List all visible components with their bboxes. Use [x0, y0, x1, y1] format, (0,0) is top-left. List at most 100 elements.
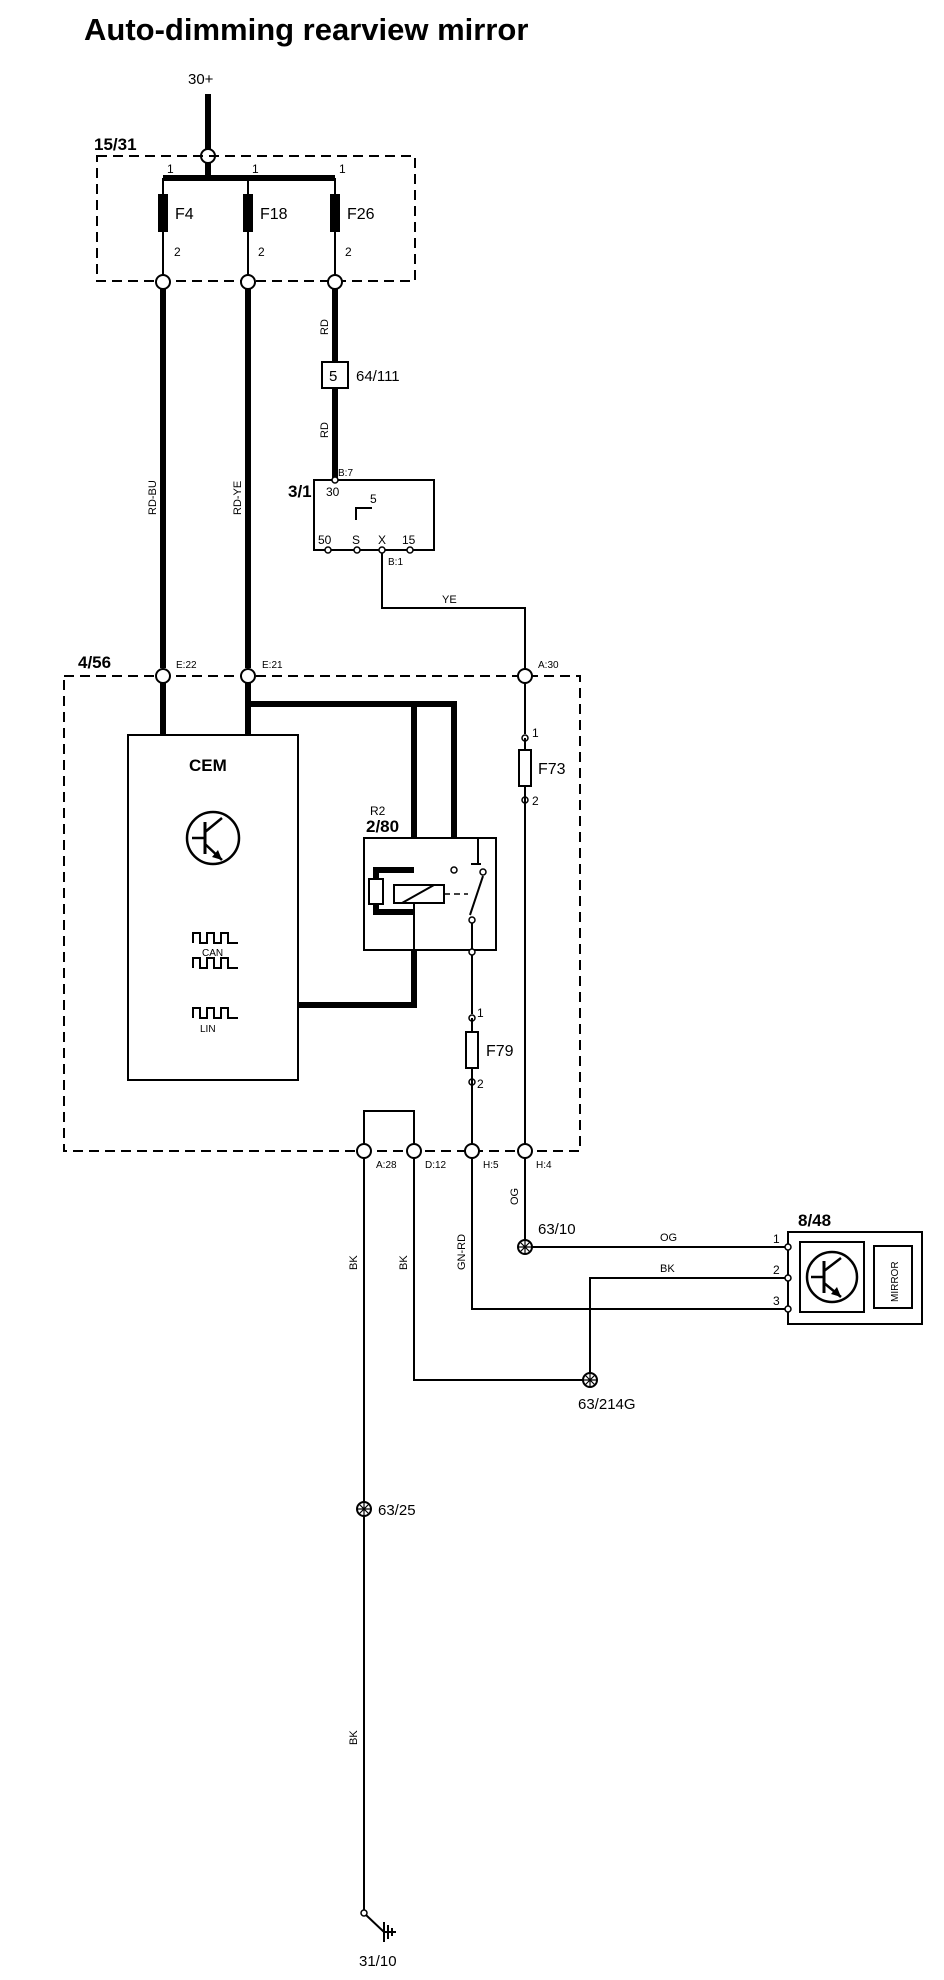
- fuse-f73-body: [518, 749, 532, 787]
- wire-gn-rd-label: GN-RD: [456, 1234, 468, 1270]
- fuse-f26-pin-in: 1: [339, 162, 346, 176]
- mirror-pin-2: 2: [773, 1263, 780, 1277]
- fuse-f73-label: F73: [538, 761, 566, 778]
- conn-h5-node: [464, 1143, 480, 1159]
- lin-wave-icon: [192, 1007, 238, 1019]
- fuse-f26-label: F26: [347, 206, 375, 223]
- fuse-f79: 1 F79 2: [465, 1006, 514, 1091]
- mirror-pin-1: 1: [773, 1232, 780, 1246]
- fuse-f79-pin-out: 2: [477, 1077, 484, 1091]
- conn-a28-node: [356, 1143, 372, 1159]
- ignition-pin-30: 30: [326, 485, 340, 499]
- fuse-f4: 1 2 F4: [158, 162, 194, 275]
- splice-63-25-label: 63/25: [378, 1502, 416, 1519]
- wire-bk-a28-label: BK: [348, 1255, 360, 1270]
- wire-rd-upper-label: RD: [319, 319, 331, 335]
- ignition-pin-top-label: B:7: [338, 468, 353, 479]
- splice-63-10-label: 63/10: [538, 1221, 576, 1238]
- fuse-f4-pin-in: 1: [167, 162, 174, 176]
- fuse-box-id: 15/31: [94, 135, 137, 154]
- ignition-pin-15: 15: [402, 533, 416, 547]
- conn-d12-label: D:12: [425, 1160, 447, 1171]
- fuse-f26-out-node: [327, 274, 343, 290]
- fuse-f73: 1 F73 2: [518, 726, 566, 808]
- mirror-id: 8/48: [798, 1211, 831, 1230]
- fuse-box-15-31: 15/31 1 2 F4 1 2 F18 1 2 F26: [94, 135, 416, 282]
- wire-ye-label: YE: [442, 594, 457, 606]
- ignition-switch-body: [313, 479, 435, 551]
- fuse-f4-label: F4: [175, 206, 194, 223]
- conn-d12-node: [406, 1143, 422, 1159]
- mirror-8-48: 8/48 1 2 3 MIRROR: [773, 1211, 923, 1325]
- wire-ye: [381, 553, 526, 670]
- diagram-title: Auto-dimming rearview mirror: [84, 12, 528, 47]
- conn-e22-label: E:22: [176, 660, 197, 671]
- wire-bk-d12-label: BK: [398, 1255, 410, 1270]
- relay-resistor: [368, 878, 384, 905]
- mirror-label: MIRROR: [890, 1261, 901, 1302]
- fuse-f18-pin-in: 1: [252, 162, 259, 176]
- cem-module-body: [127, 734, 299, 1081]
- ignition-pin-x: X: [378, 533, 386, 547]
- supply-label: 30+: [188, 71, 214, 88]
- lin-label: LIN: [200, 1024, 216, 1035]
- conn-e22-node: [155, 668, 171, 684]
- fuse-f4-pin-out: 2: [174, 245, 181, 259]
- ignition-pin-50: 50: [318, 533, 332, 547]
- splice-63-214g-label: 63/214G: [578, 1396, 636, 1413]
- fuse-f79-body: [465, 1031, 479, 1069]
- ignition-internal-5: 5: [370, 492, 377, 506]
- splice-63-214g: [582, 1372, 598, 1388]
- fuse-f73-pin-out: 2: [532, 794, 539, 808]
- conn-e21-label: E:21: [262, 660, 283, 671]
- conn-a30-node: [517, 668, 533, 684]
- splice-63-25: [356, 1501, 372, 1517]
- ignition-pin-s: S: [352, 533, 360, 547]
- wire-ground-loop: [363, 1110, 415, 1144]
- fuse-f73-pin-in: 1: [532, 726, 539, 740]
- connector-64-111-pin: 5: [329, 368, 337, 385]
- relay-id: 2/80: [366, 817, 399, 836]
- fuse-f26: 1 2 F26: [330, 162, 375, 275]
- relay-r2: R2 2/80: [363, 804, 497, 956]
- fuse-f4-out-node: [155, 274, 171, 290]
- ground-label: 31/10: [359, 1953, 397, 1970]
- wire-bk-d12: [413, 1158, 583, 1381]
- fuse-f4-body: [158, 194, 168, 232]
- conn-h4-label: H:4: [536, 1160, 552, 1171]
- fuse-box-outline: [96, 155, 416, 282]
- wire-rd-ye-label: RD-YE: [232, 481, 244, 515]
- relay-switch-blade: [469, 875, 484, 916]
- conn-h5-label: H:5: [483, 1160, 499, 1171]
- mirror-pin-3: 3: [773, 1294, 780, 1308]
- ground-icon: [360, 1909, 396, 1942]
- conn-a28-label: A:28: [376, 1160, 397, 1171]
- conn-h4-node: [517, 1143, 533, 1159]
- ignition-pin-bottom-label: B:1: [388, 557, 403, 568]
- splice-63-10: [517, 1239, 533, 1255]
- conn-e21-node: [240, 668, 256, 684]
- wire-bk-mirror-label: BK: [660, 1263, 675, 1275]
- can-label: CAN: [202, 948, 223, 959]
- wire-og-h4-label: OG: [509, 1188, 521, 1205]
- fuse-f79-label: F79: [486, 1043, 514, 1060]
- can-wave-icon-lower: [192, 957, 238, 969]
- transistor-icon: [185, 810, 241, 866]
- fuse-f18-body: [243, 194, 253, 232]
- fuse-f79-pin-in: 1: [477, 1006, 484, 1020]
- cem-module: CEM CAN LIN: [127, 734, 299, 1081]
- wire-rd-bu-label: RD-BU: [147, 480, 159, 515]
- wire-gn-rd: [471, 1158, 785, 1310]
- mirror-sensor-icon: [805, 1250, 859, 1304]
- connector-64-111-id: 64/111: [356, 368, 400, 385]
- fuse-f18-pin-out: 2: [258, 245, 265, 259]
- fuse-f26-body: [330, 194, 340, 232]
- ignition-contact-symbol: [355, 507, 372, 520]
- wire-bk-mirror: [589, 1277, 785, 1373]
- cem-box-outline: [63, 675, 581, 1152]
- fuse-f18-out-node: [240, 274, 256, 290]
- wire-bk-ground-label: BK: [348, 1730, 360, 1745]
- fuse-f18: 1 2 F18: [243, 162, 288, 275]
- relay-name: R2: [370, 804, 386, 818]
